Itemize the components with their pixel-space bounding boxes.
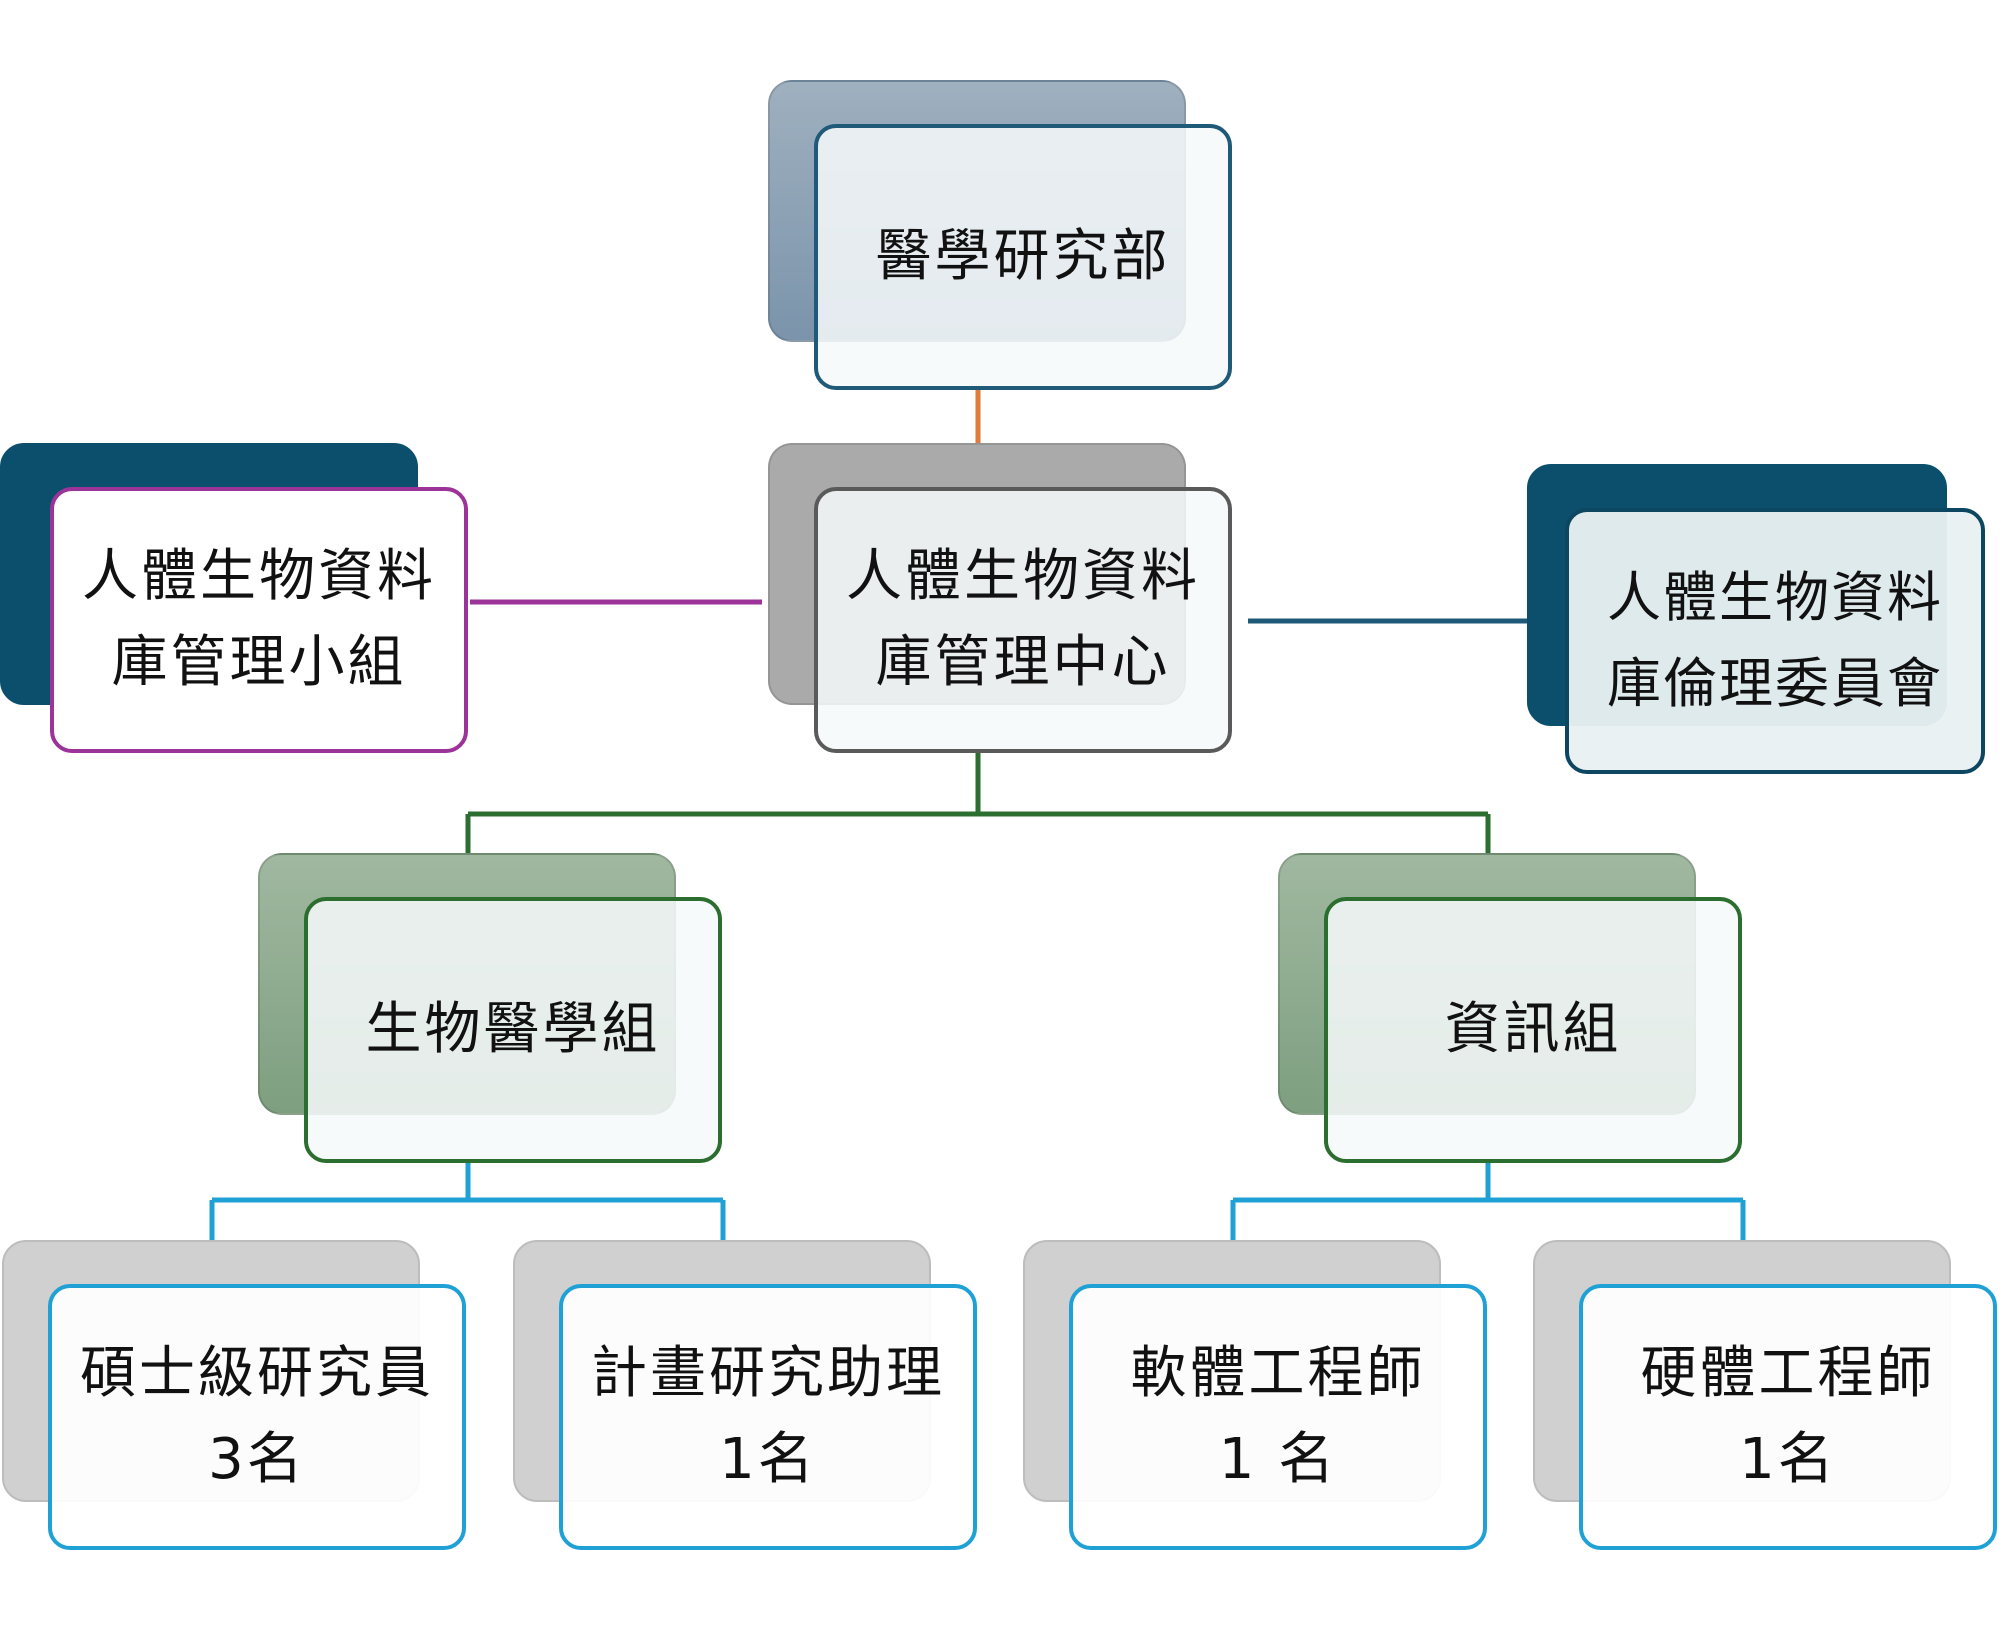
node-box: 軟體工程師 1 名 bbox=[1069, 1284, 1487, 1550]
node-label-line: 3名 bbox=[208, 1427, 306, 1492]
node-box: 人體生物資料 庫管理小組 bbox=[50, 487, 468, 753]
node-box: 人體生物資料 庫倫理委員會 bbox=[1565, 508, 1985, 774]
node-label-line: 1名 bbox=[1739, 1427, 1837, 1492]
node-box: 計畫研究助理 1名 bbox=[559, 1284, 977, 1550]
node-label-line: 庫管理中心 bbox=[875, 630, 1171, 695]
node-label-line: 資訊組 bbox=[1444, 997, 1622, 1062]
node-label-line: 醫學研究部 bbox=[875, 224, 1171, 289]
node-box: 資訊組 bbox=[1324, 897, 1742, 1163]
node-label-line: 碩士級研究員 bbox=[80, 1341, 434, 1406]
node-box: 生物醫學組 bbox=[304, 897, 722, 1163]
node-label-line: 計畫研究助理 bbox=[591, 1341, 945, 1406]
connector-center-groups bbox=[465, 750, 1491, 853]
node-label-line: 庫倫理委員會 bbox=[1607, 652, 1943, 715]
connector-bio-staff bbox=[209, 1161, 726, 1240]
node-label-line: 人體生物資料 bbox=[1607, 566, 1943, 629]
node-box: 碩士級研究員 3名 bbox=[48, 1284, 466, 1550]
node-box: 硬體工程師 1名 bbox=[1579, 1284, 1997, 1550]
node-label-line: 1 名 bbox=[1218, 1427, 1338, 1492]
node-box: 醫學研究部 bbox=[814, 124, 1232, 390]
node-label-line: 生物醫學組 bbox=[365, 997, 661, 1062]
node-label-line: 人體生物資料 bbox=[82, 544, 436, 609]
node-label-line: 硬體工程師 bbox=[1640, 1341, 1936, 1406]
node-box: 人體生物資料 庫管理中心 bbox=[814, 487, 1232, 753]
connector-it-staff bbox=[1230, 1161, 1746, 1240]
node-label-line: 庫管理小組 bbox=[111, 630, 407, 695]
node-label-line: 軟體工程師 bbox=[1130, 1341, 1426, 1406]
node-label-line: 人體生物資料 bbox=[846, 544, 1200, 609]
node-label-line: 1名 bbox=[719, 1427, 817, 1492]
